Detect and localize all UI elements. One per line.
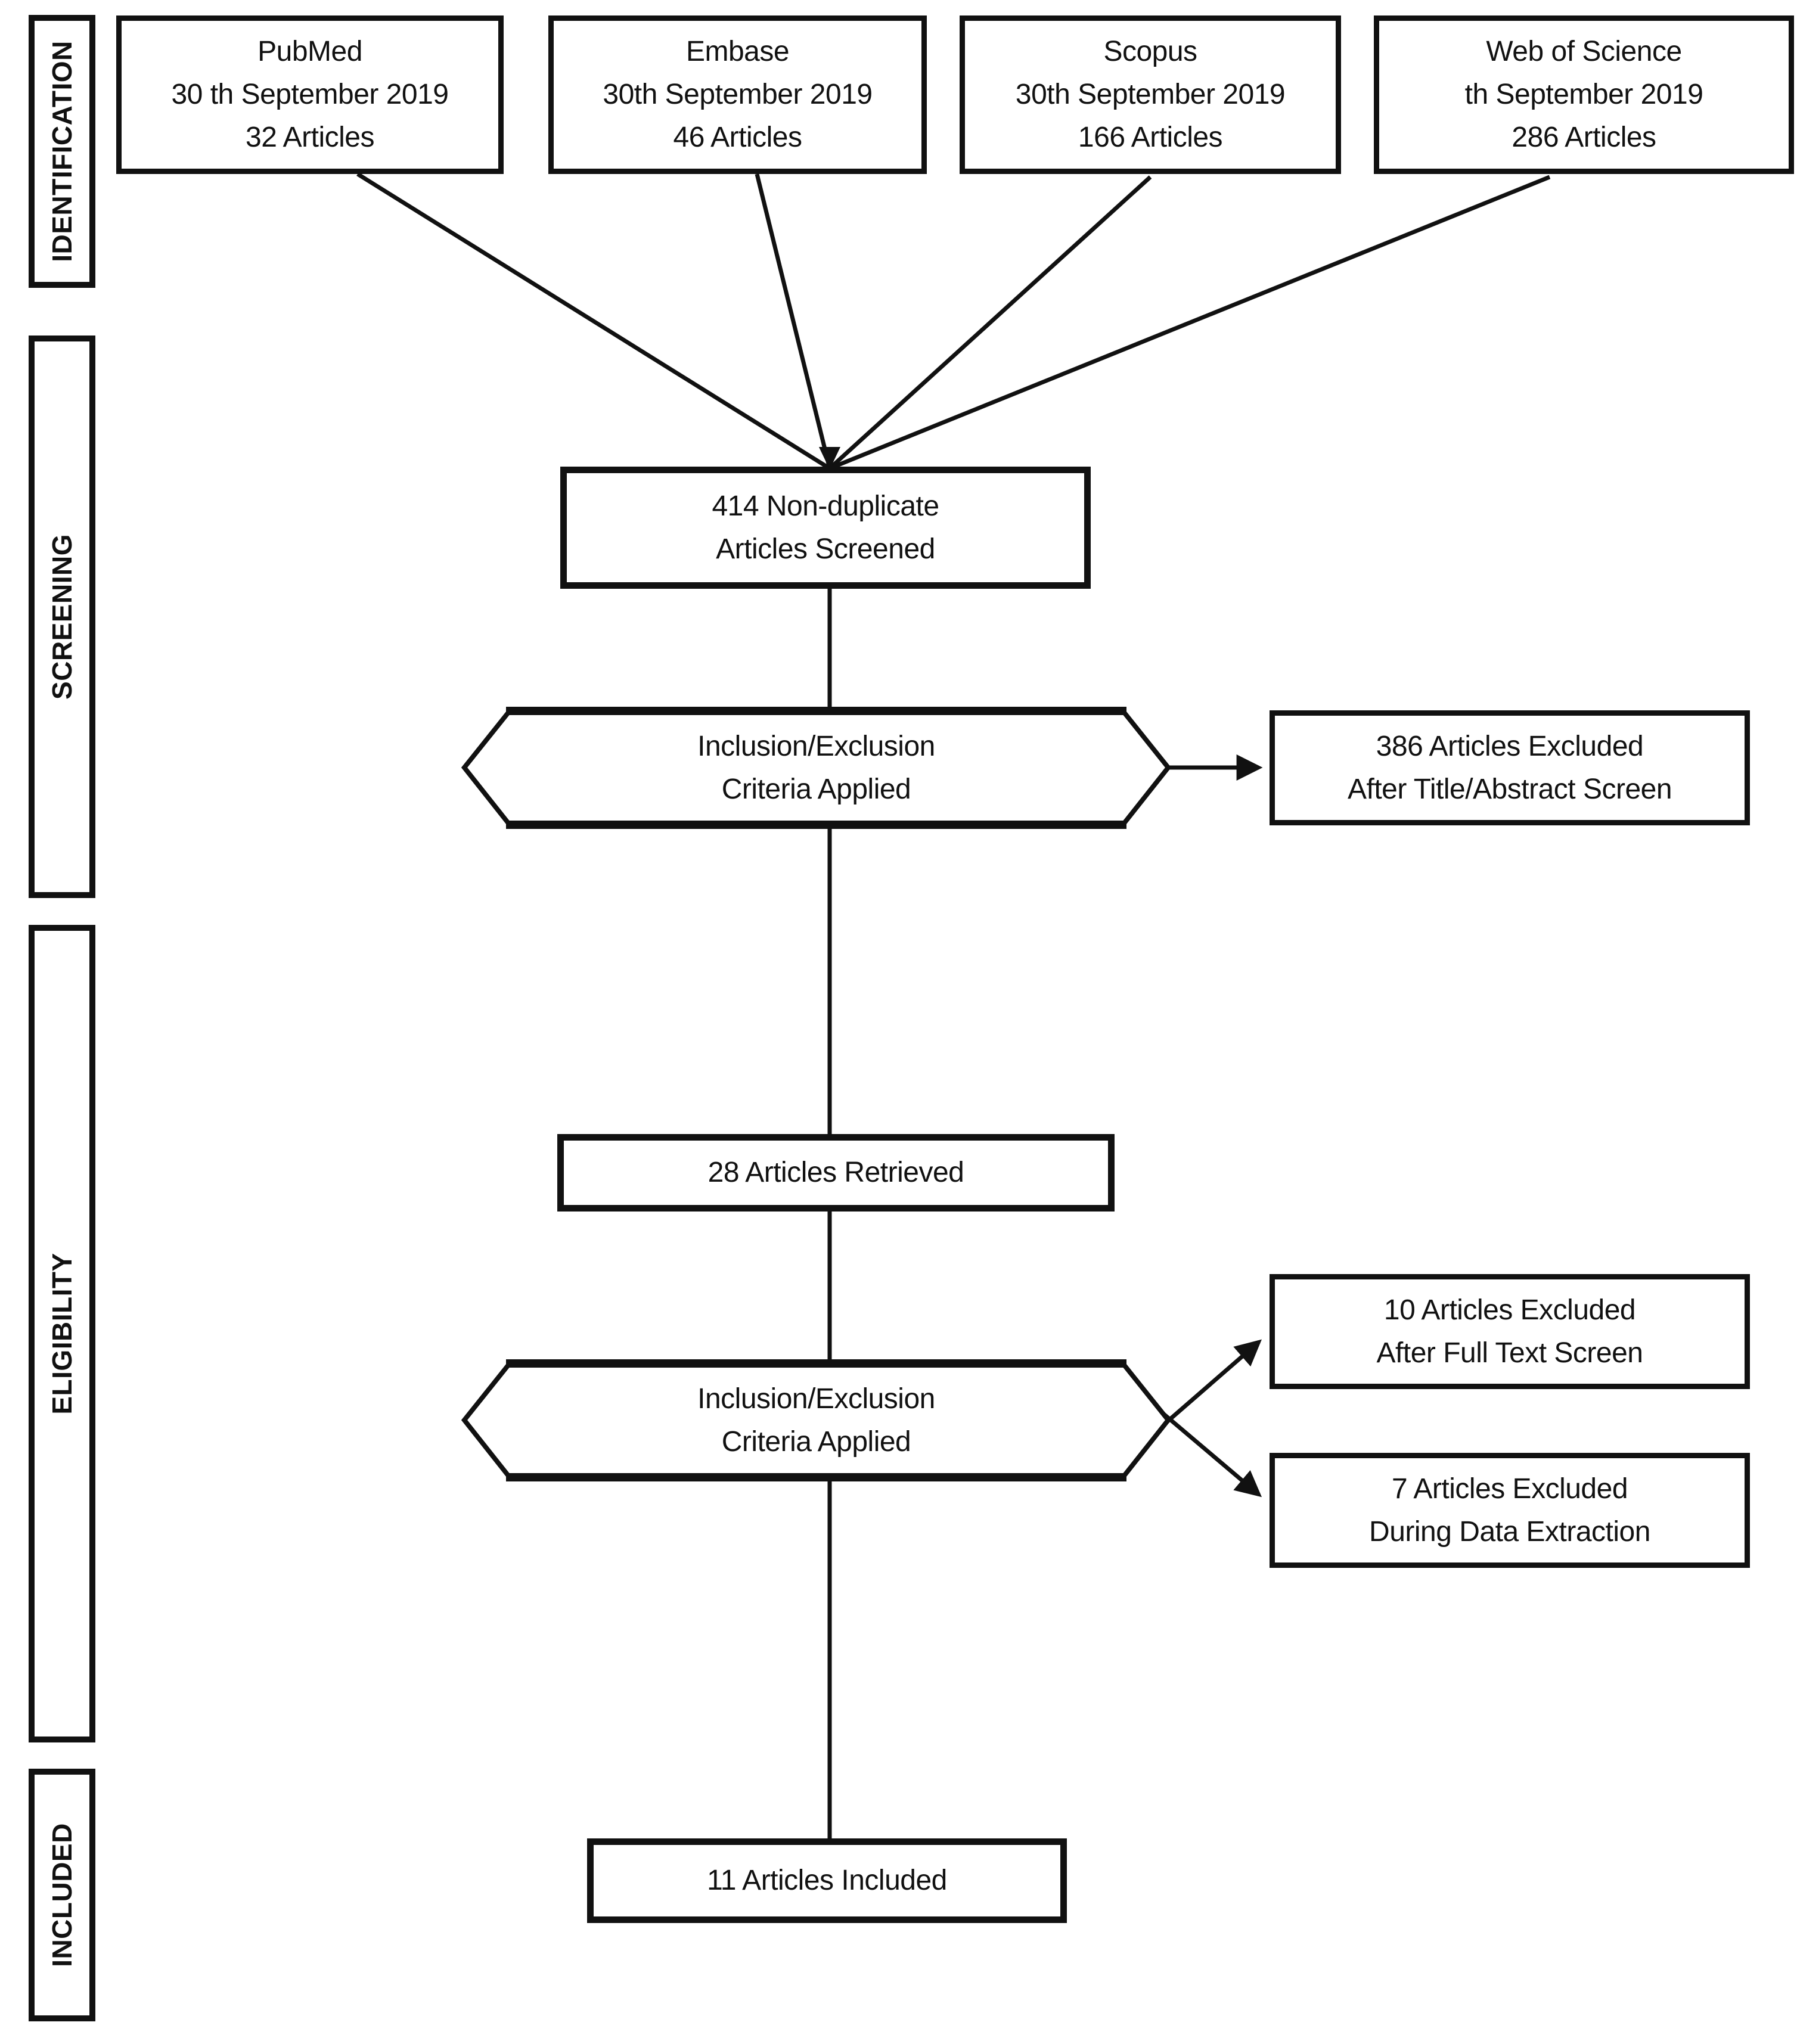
included-line1: 11 Articles Included	[707, 1865, 947, 1896]
hexagon-bold-edges	[506, 707, 1126, 1481]
screened-line1: 414 Non-duplicate	[712, 490, 939, 522]
stage-label-screening: SCREENING	[46, 534, 77, 700]
screened-line2: Articles Screened	[716, 533, 935, 565]
retrieved-line1: 28 Articles Retrieved	[707, 1157, 964, 1188]
retrieved-box: 28 Articles Retrieved	[557, 1134, 1115, 1212]
source-name: PubMed	[257, 36, 362, 67]
stage-box-included: INCLUDED	[29, 1769, 95, 2021]
line-pubmed-to-screened	[356, 172, 831, 470]
excluded-de-line2: During Data Extraction	[1369, 1515, 1650, 1548]
line-scopus-to-screened	[828, 175, 1152, 470]
excluded-ft-line1: 10 Articles Excluded	[1383, 1294, 1636, 1326]
source-count: 166 Articles	[1078, 122, 1223, 153]
criteria1-line2: Criteria Applied	[721, 773, 911, 805]
stage-box-screening: SCREENING	[29, 336, 95, 898]
excluded-data-extraction-box: 7 Articles Excluded During Data Extracti…	[1270, 1453, 1750, 1568]
screened-box: 414 Non-duplicate Articles Screened	[560, 467, 1091, 589]
source-name: Web of Science	[1486, 36, 1682, 67]
stage-box-eligibility: ELIGIBILITY	[29, 925, 95, 1742]
source-box-scopus: Scopus 30th September 2019 166 Articles	[960, 15, 1341, 174]
criteria2-hexagon-label: Inclusion/Exclusion Criteria Applied	[510, 1363, 1123, 1477]
criteria2-line1: Inclusion/Exclusion	[697, 1383, 935, 1415]
source-box-web-of-science: Web of Science th September 2019 286 Art…	[1374, 15, 1794, 174]
source-count: 32 Articles	[246, 122, 374, 153]
source-date: 30 th September 2019	[171, 79, 449, 110]
excluded-title-abstract-box: 386 Articles Excluded After Title/Abstra…	[1270, 710, 1750, 825]
line-embase-to-screened	[755, 173, 832, 469]
converge-arrowhead-icon	[819, 447, 840, 470]
source-name: Scopus	[1103, 36, 1197, 67]
source-box-pubmed: PubMed 30 th September 2019 32 Articles	[116, 15, 504, 174]
stage-label-eligibility: ELIGIBILITY	[46, 1253, 77, 1415]
source-name: Embase	[685, 36, 790, 67]
source-converge-lines	[356, 172, 1551, 471]
line-wos-to-screened	[828, 175, 1551, 471]
included-box: 11 Articles Included	[587, 1838, 1067, 1923]
source-count: 46 Articles	[673, 122, 802, 153]
excluded-full-text-box: 10 Articles Excluded After Full Text Scr…	[1270, 1274, 1750, 1389]
criteria1-hexagon-label: Inclusion/Exclusion Criteria Applied	[510, 711, 1123, 825]
stage-label-identification: IDENTIFICATION	[46, 41, 77, 262]
source-count: 286 Articles	[1512, 122, 1656, 153]
source-date: th September 2019	[1464, 79, 1703, 110]
source-date: 30th September 2019	[1015, 79, 1286, 110]
criteria1-line1: Inclusion/Exclusion	[697, 730, 935, 762]
stage-label-included: INCLUDED	[46, 1823, 77, 1967]
excluded-ft-line2: After Full Text Screen	[1376, 1337, 1643, 1369]
stage-box-identification: IDENTIFICATION	[29, 15, 95, 288]
criteria2-line2: Criteria Applied	[721, 1425, 911, 1458]
excluded-ta-line2: After Title/Abstract Screen	[1347, 773, 1672, 805]
source-box-embase: Embase 30th September 2019 46 Articles	[548, 15, 927, 174]
excluded-ta-line1: 386 Articles Excluded	[1376, 730, 1644, 762]
source-date: 30th September 2019	[603, 79, 873, 110]
excluded-de-line1: 7 Articles Excluded	[1391, 1473, 1628, 1505]
